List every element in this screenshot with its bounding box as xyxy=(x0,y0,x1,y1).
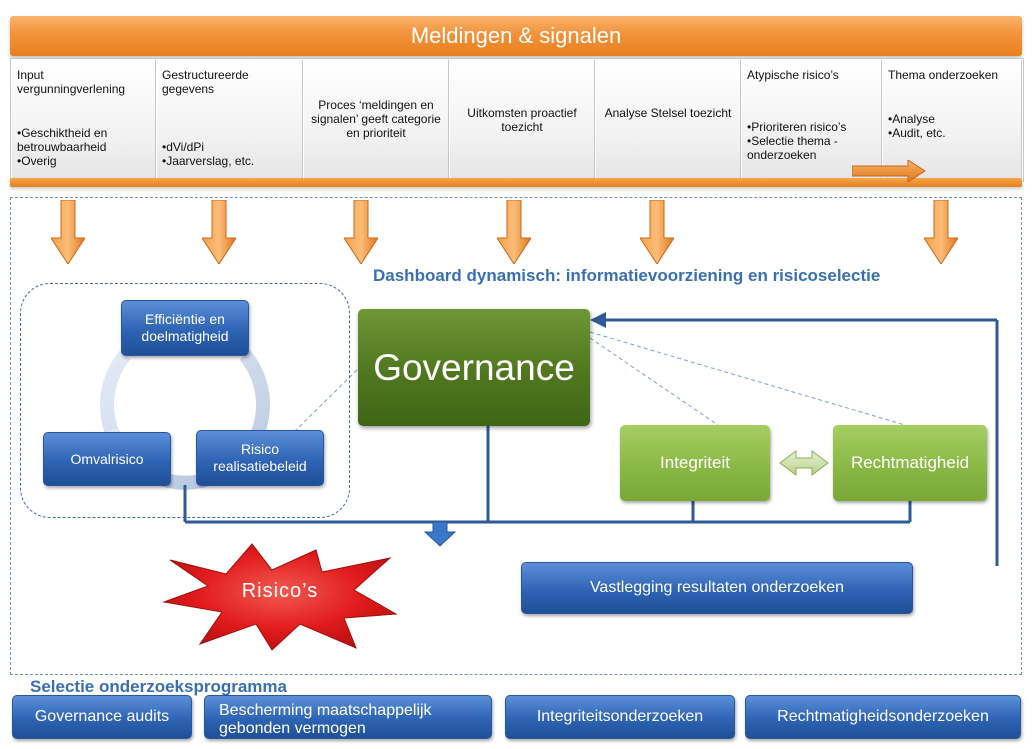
column-title: Input vergunningverlening xyxy=(17,68,126,96)
right-arrow-icon xyxy=(852,160,926,182)
bullet-item: dVi/dPi xyxy=(162,140,297,154)
box-risico-realisatiebeleid: Risico realisatiebeleid xyxy=(196,430,324,486)
column-bullets: Geschiktheid en betrouwbaarheid Overig xyxy=(17,126,150,168)
header-bar: Meldingen & signalen xyxy=(10,16,1022,56)
header-title: Meldingen & signalen xyxy=(410,23,622,48)
button-bescherming[interactable]: Bescherming maatschappelijk gebonden ver… xyxy=(204,695,492,739)
bullet-item: Audit, etc. xyxy=(888,126,1016,140)
column-analyse-stelsel: Analyse Stelsel toezicht xyxy=(595,60,741,178)
bullet-item: Jaarverslag, etc. xyxy=(162,154,297,168)
column-title: Analyse Stelsel toezicht xyxy=(604,106,732,120)
box-rechtmatigheid: Rechtmatigheid xyxy=(833,425,987,501)
box-vastlegging: Vastlegging resultaten onderzoeken xyxy=(521,562,913,614)
button-rechtmatigheidsonderzoeken[interactable]: Rechtmatigheidsonderzoeken xyxy=(745,695,1021,739)
risicos-label: Risico’s xyxy=(241,580,319,602)
box-vastlegging-label: Vastlegging resultaten onderzoeken xyxy=(589,579,845,596)
column-title: Atypische risico’s xyxy=(747,68,839,82)
column-title: Proces ‘meldingen en signalen’ geeft cat… xyxy=(311,98,441,140)
box-integriteit: Integriteit xyxy=(620,425,770,501)
box-integriteit-label: Integriteit xyxy=(660,453,730,472)
column-proces-meldingen: Proces ‘meldingen en signalen’ geeft cat… xyxy=(303,60,449,178)
box-rechtmatigheid-label: Rechtmatigheid xyxy=(850,453,970,472)
dashboard-title: Dashboard dynamisch: informatievoorzieni… xyxy=(373,266,881,285)
column-thema-onderzoeken: Thema onderzoeken Analyse Audit, etc. xyxy=(882,60,1022,178)
box-governance-label: Governance xyxy=(373,346,575,388)
down-arrow-icon xyxy=(202,200,236,264)
down-arrow-icon xyxy=(640,200,674,264)
column-bullets: Prioriteren risico’s Selectie thema - on… xyxy=(747,120,876,162)
column-title: Thema onderzoeken xyxy=(888,68,999,82)
down-arrow-icon xyxy=(51,200,85,264)
column-gestructureerde-gegevens: Gestructureerde gegevens dVi/dPi Jaarver… xyxy=(156,60,303,178)
bullet-item: Overig xyxy=(17,154,150,168)
button-governance-audits-label: Governance audits xyxy=(34,708,170,725)
risicos-starburst xyxy=(162,543,398,651)
down-arrow-icon xyxy=(497,200,531,264)
bullet-item: Geschiktheid en betrouwbaarheid xyxy=(17,126,150,154)
button-governance-audits[interactable]: Governance audits xyxy=(12,695,192,739)
column-title: Gestructureerde gegevens xyxy=(162,68,249,96)
box-risico-realisatiebeleid-label: Risico realisatiebeleid xyxy=(213,441,307,474)
column-bullets: Analyse Audit, etc. xyxy=(888,112,1016,140)
column-bullets: dVi/dPi Jaarverslag, etc. xyxy=(162,140,297,168)
box-omvalrisico: Omvalrisico xyxy=(43,432,171,486)
column-title: Uitkomsten proactief toezicht xyxy=(467,106,577,134)
input-row-bottom-bar xyxy=(10,178,1022,187)
box-efficientie-label: Efficiëntie en doelmatigheid xyxy=(141,311,229,344)
cycle-frame xyxy=(20,283,350,518)
button-bescherming-label: Bescherming maatschappelijk gebonden ver… xyxy=(219,702,432,737)
button-rechtmatigheidsonderzoeken-label: Rechtmatigheidsonderzoeken xyxy=(777,708,989,725)
bullet-item: Analyse xyxy=(888,112,1016,126)
button-integriteitsonderzoeken[interactable]: Integriteitsonderzoeken xyxy=(505,695,735,739)
down-arrow-icon xyxy=(924,200,958,264)
bullet-item: Prioriteren risico’s xyxy=(747,120,876,134)
box-omvalrisico-label: Omvalrisico xyxy=(70,451,144,467)
box-governance: Governance xyxy=(358,309,590,426)
down-arrow-icon xyxy=(344,200,378,264)
column-input-vergunningverlening: Input vergunningverlening Geschiktheid e… xyxy=(11,60,156,178)
bullet-item: Selectie thema - onderzoeken xyxy=(747,134,876,162)
selectie-title: Selectie onderzoeksprogramma xyxy=(30,677,287,696)
button-integriteitsonderzoeken-label: Integriteitsonderzoeken xyxy=(536,708,704,725)
column-atypische-risicos: Atypische risico’s Prioriteren risico’s … xyxy=(741,60,882,178)
column-uitkomsten-proactief: Uitkomsten proactief toezicht xyxy=(449,60,595,178)
box-efficientie: Efficiëntie en doelmatigheid xyxy=(121,300,249,356)
dashboard-frame xyxy=(10,197,1022,675)
